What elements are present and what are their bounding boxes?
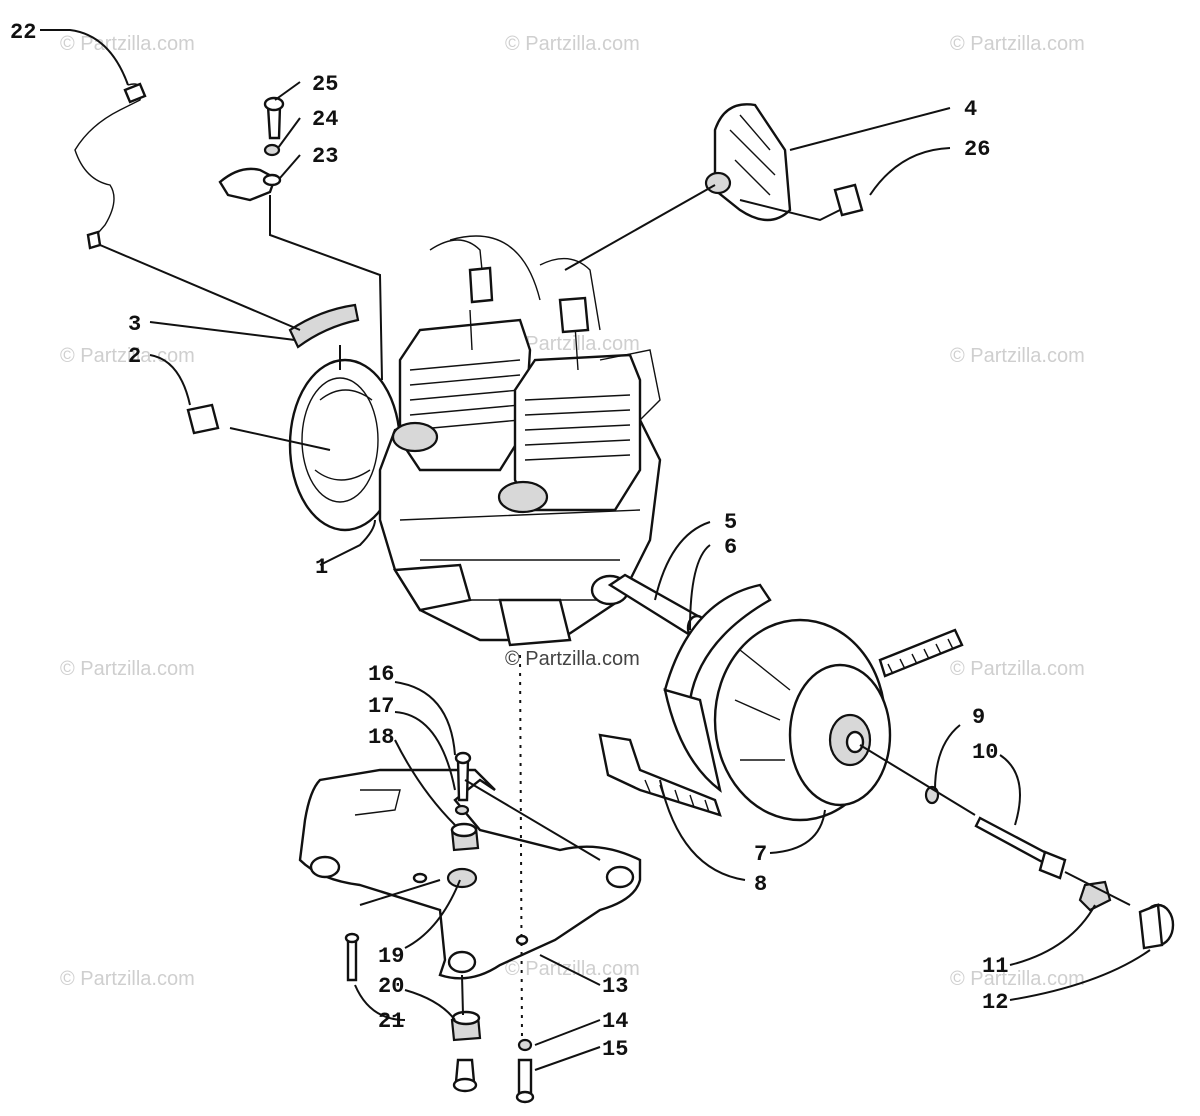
callout-23: 23 bbox=[312, 144, 338, 169]
drive-belt bbox=[598, 628, 964, 817]
callout-8: 8 bbox=[754, 872, 767, 897]
callout-14: 14 bbox=[602, 1009, 628, 1034]
decals bbox=[186, 303, 360, 435]
watermark-group: © Partzilla.com © Partzilla.com © Partzi… bbox=[60, 33, 1085, 990]
watermark: © Partzilla.com bbox=[505, 33, 640, 55]
engine bbox=[288, 235, 662, 647]
callout-15: 15 bbox=[602, 1037, 628, 1062]
callout-16: 16 bbox=[368, 662, 394, 687]
callout-labels: 1 2 3 4 5 6 7 8 9 10 11 12 13 14 15 16 1… bbox=[10, 20, 1008, 1062]
ignition-cover bbox=[218, 96, 285, 202]
callout-20: 20 bbox=[378, 974, 404, 999]
callout-7: 7 bbox=[754, 842, 767, 867]
watermark: © Partzilla.com bbox=[950, 33, 1085, 55]
callout-21: 21 bbox=[378, 1009, 404, 1034]
callout-25: 25 bbox=[312, 72, 338, 97]
callout-1: 1 bbox=[315, 555, 328, 580]
callout-4: 4 bbox=[964, 97, 977, 122]
callout-26: 26 bbox=[964, 137, 990, 162]
callout-3: 3 bbox=[128, 312, 141, 337]
cable bbox=[74, 82, 147, 250]
leader-lines bbox=[40, 29, 1151, 1071]
callout-19: 19 bbox=[378, 944, 404, 969]
callout-2: 2 bbox=[128, 344, 141, 369]
callout-9: 9 bbox=[972, 705, 985, 730]
recoil-starter bbox=[704, 103, 864, 222]
callout-17: 17 bbox=[368, 694, 394, 719]
watermark: © Partzilla.com bbox=[60, 33, 195, 55]
callout-5: 5 bbox=[724, 510, 737, 535]
callout-24: 24 bbox=[312, 107, 338, 132]
callout-6: 6 bbox=[724, 535, 737, 560]
callout-18: 18 bbox=[368, 725, 394, 750]
watermark: © Partzilla.com bbox=[60, 968, 195, 990]
watermark: © Partzilla.com bbox=[60, 658, 195, 680]
watermark: © Partzilla.com bbox=[950, 658, 1085, 680]
callout-10: 10 bbox=[972, 740, 998, 765]
watermark: © Partzilla.com bbox=[950, 345, 1085, 367]
callout-12: 12 bbox=[982, 990, 1008, 1015]
watermark: © Partzilla.com bbox=[60, 345, 195, 367]
drive-clutch bbox=[663, 583, 892, 822]
engine-mount-plate bbox=[298, 751, 642, 1104]
center-watermark: © Partzilla.com bbox=[505, 648, 640, 670]
callout-22: 22 bbox=[10, 20, 36, 45]
callout-13: 13 bbox=[602, 974, 628, 999]
clutch-hardware bbox=[924, 785, 1175, 950]
watermark: © Partzilla.com bbox=[505, 333, 640, 355]
callout-11: 11 bbox=[982, 954, 1008, 979]
watermark: © Partzilla.com bbox=[950, 968, 1085, 990]
watermark: © Partzilla.com bbox=[505, 958, 640, 980]
